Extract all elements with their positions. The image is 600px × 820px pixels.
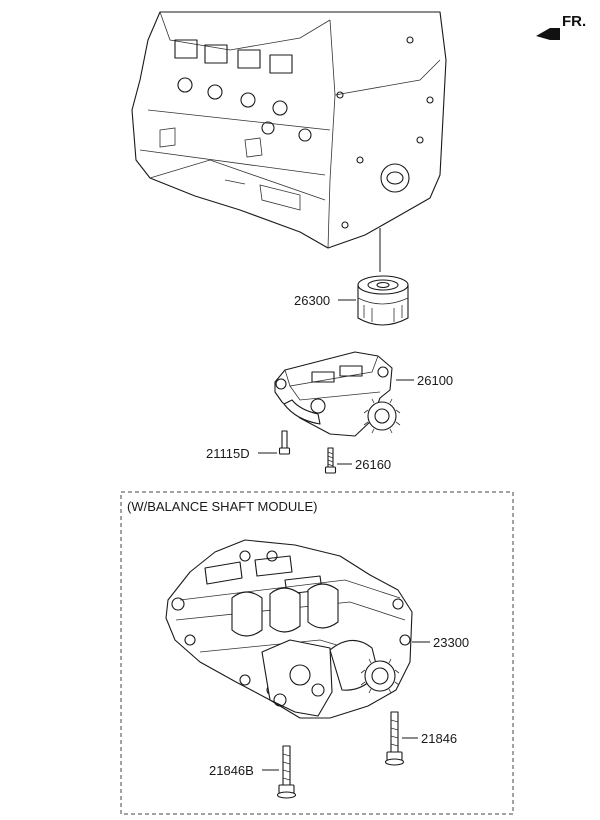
- engine-block-drawing: [131, 11, 447, 249]
- part-label-oil-pump: 26100: [417, 373, 453, 388]
- part-label-balance-shaft-module: 23300: [433, 635, 469, 650]
- oil-pump-drawing: [274, 351, 401, 437]
- module-bolt-b-drawing: [276, 745, 297, 799]
- balance-shaft-module-drawing: [165, 539, 413, 719]
- front-label: FR.: [562, 13, 586, 30]
- part-label-module-bolt-b: 21846B: [209, 763, 254, 778]
- group-box-caption: (W/BALANCE SHAFT MODULE): [127, 499, 317, 514]
- module-bolt-drawing: [384, 711, 405, 766]
- oil-filter-drawing: [357, 275, 409, 326]
- front-arrow-icon: [536, 28, 560, 40]
- pump-screw-drawing: [324, 447, 337, 474]
- part-label-pump-bolt: 21115D: [206, 446, 250, 461]
- front-direction-indicator: FR.: [536, 13, 586, 40]
- part-label-module-bolt: 21846: [421, 731, 457, 746]
- part-label-oil-filter: 26300: [294, 293, 330, 308]
- balance-shaft-module-group-box: [120, 491, 514, 815]
- part-label-pump-screw: 26160: [355, 457, 391, 472]
- pump-bolt-drawing: [278, 430, 291, 455]
